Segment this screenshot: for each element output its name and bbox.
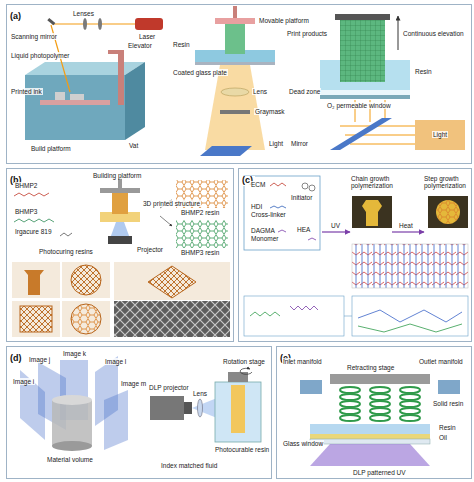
part-label: Rotation stage [222, 358, 266, 365]
part-label: UV [330, 222, 341, 229]
part-label: Photocuring resins [38, 248, 94, 255]
part-label: DLP patterned UV [352, 469, 407, 476]
part-label: Lens [252, 88, 268, 95]
part-label: Inlet manifold [282, 358, 323, 365]
part-label: Build platform [30, 145, 72, 152]
part-label: Resin [172, 41, 191, 48]
part-label: Continuous elevation [402, 30, 465, 37]
part-label: Projector [136, 246, 164, 253]
part-label: Scanning mirror [10, 33, 58, 40]
part-label: Retracting stage [346, 364, 395, 371]
part-label: Oil [438, 434, 448, 441]
part-label: Graymask [254, 108, 286, 115]
part-label: Resin [414, 68, 433, 75]
panel-letter: (a) [8, 12, 23, 22]
part-label: BHMP3 resin [180, 249, 220, 256]
part-label: DAGMA [250, 227, 276, 234]
part-label: Printed ink [10, 88, 43, 95]
part-label: 3D printed structure [142, 200, 201, 207]
part-label: DLP projector [148, 384, 190, 391]
part-label: Image m [120, 380, 147, 387]
part-label: Mirror [290, 140, 309, 147]
clip-printer [320, 14, 465, 150]
part-label: Heat [398, 222, 414, 229]
part-label: BHMP3 [14, 208, 38, 215]
part-label: Initiator [290, 194, 313, 201]
clip-multimaterial [300, 374, 460, 466]
part-label: BHMP2 resin [180, 209, 220, 216]
part-label: Monomer [250, 235, 279, 242]
part-label: Solid resin [432, 400, 464, 407]
panel-frame: (a) [6, 4, 472, 164]
part-label: Liquid photopolymer [10, 52, 71, 59]
part-label: Image i [12, 378, 35, 385]
part-label: Vat [128, 142, 139, 149]
part-label: Irgacure 819 [14, 228, 53, 235]
part-label: Print products [286, 30, 328, 37]
part-label: Coated glass plate [172, 69, 228, 76]
part-label: Outlet manifold [418, 358, 464, 365]
part-label: Glass window [282, 440, 324, 447]
part-label: Light [432, 131, 448, 138]
part-label: ECM [250, 181, 266, 188]
part-label: Elevator [127, 42, 153, 49]
part-label: O₂ permeable window [326, 102, 392, 109]
part-label: Index matched fluid [160, 462, 218, 469]
bhmp-resins [12, 178, 230, 337]
part-label: Light [268, 140, 284, 147]
panel-letter: (d) [8, 354, 24, 364]
part-label: Image l [104, 358, 127, 365]
part-label: Image j [28, 356, 51, 363]
part-label: Lens [192, 390, 208, 397]
part-label: Movable platform [258, 17, 310, 24]
part-label: Laser [138, 33, 156, 40]
part-label: Building platform [92, 172, 142, 179]
dlp-printer [195, 6, 275, 156]
part-label: HEA [296, 226, 311, 233]
part-label: Chain growth polymerization [350, 175, 398, 190]
part-label: Dead zone [288, 88, 321, 95]
panel-frame: (c) [238, 168, 472, 342]
ecm-chemistry [244, 176, 468, 336]
part-label: Photocurable resin [214, 446, 270, 453]
part-label: BHMP2 [14, 182, 38, 189]
part-label: Image k [62, 350, 87, 357]
part-label: Material volume [46, 456, 94, 463]
part-label: HDI [250, 203, 263, 210]
part-label: Cross-linker [250, 211, 287, 218]
volumetric-printer [20, 356, 261, 451]
part-label: Lenses [72, 10, 95, 17]
part-label: Step growth polymerization [423, 175, 471, 190]
part-label: Resin [438, 424, 457, 431]
